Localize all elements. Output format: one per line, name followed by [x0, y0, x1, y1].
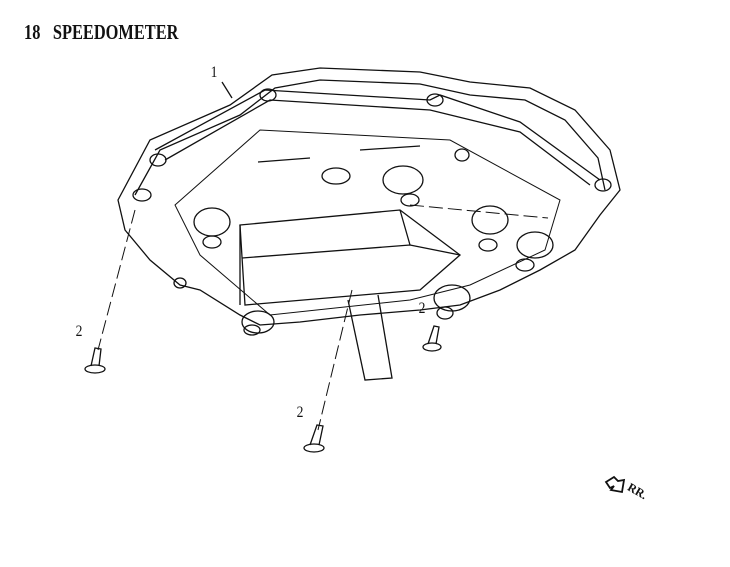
rubber-grommets	[132, 88, 612, 336]
callout-label-2-center: 2	[296, 404, 304, 421]
callout-label-2-left: 2	[75, 323, 83, 340]
section-title: SPEEDOMETER	[52, 20, 179, 44]
assembly-lines	[97, 204, 549, 431]
leader-line-1	[221, 81, 233, 99]
screw-right	[422, 325, 442, 352]
callout-label-2-right: 2	[418, 300, 426, 317]
callout-label-1: 1	[210, 64, 218, 81]
arrow-icon	[604, 475, 626, 494]
page-title: 18 SPEEDOMETER	[24, 20, 178, 45]
speedometer-housing	[117, 67, 621, 381]
screw-left	[84, 347, 106, 374]
screw-center	[303, 424, 325, 453]
section-number: 18	[24, 20, 41, 44]
